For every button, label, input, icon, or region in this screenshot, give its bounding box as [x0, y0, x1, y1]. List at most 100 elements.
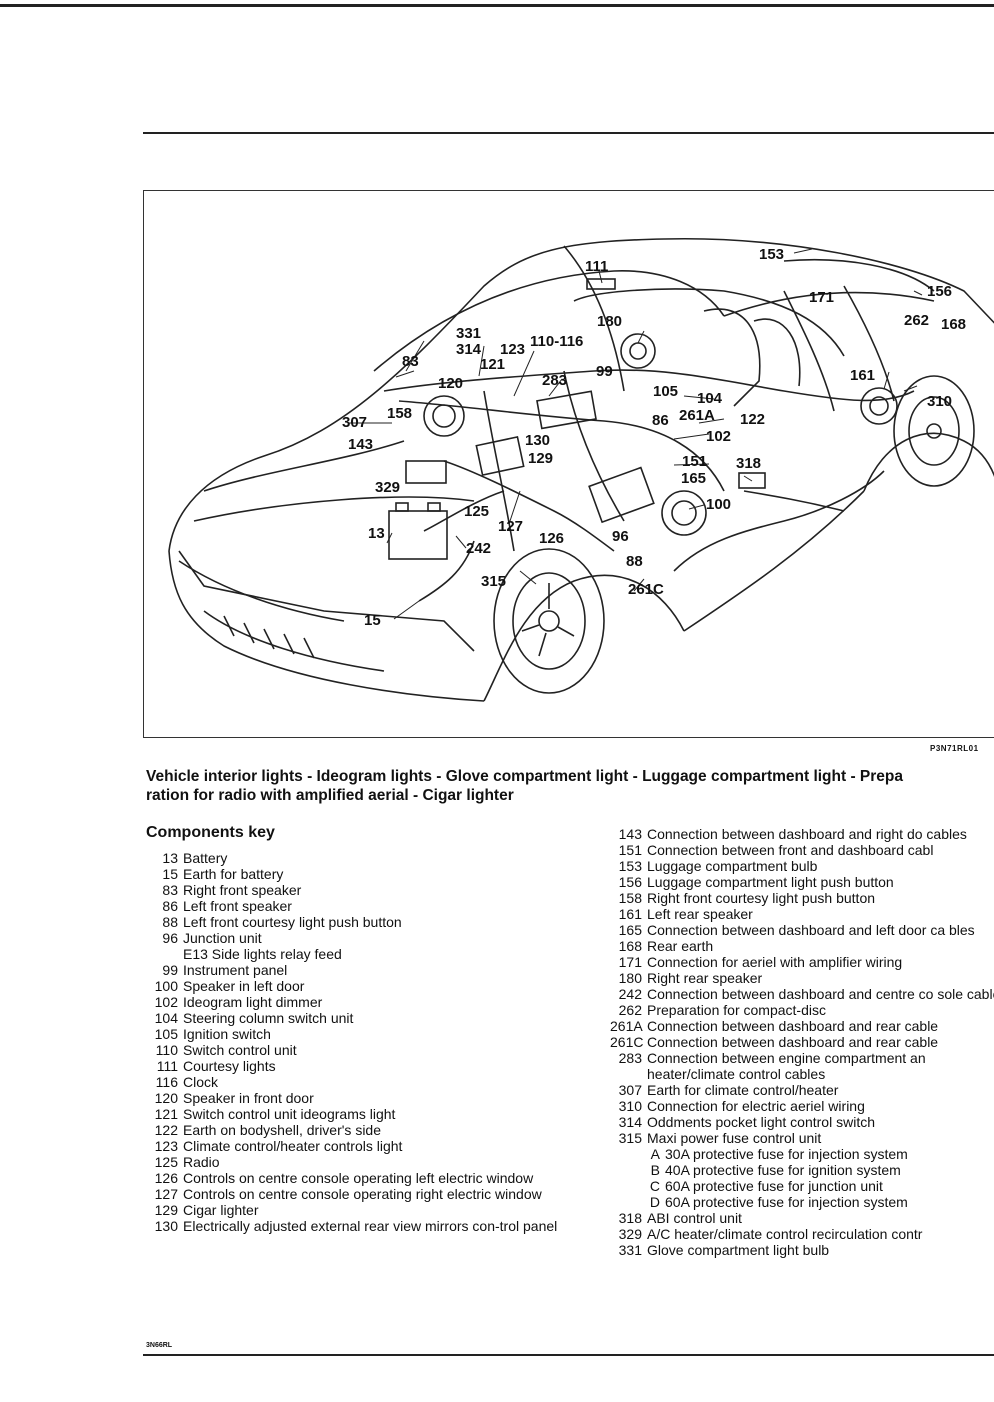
component-item: 130 Electrically adjusted external rear v…: [146, 1218, 566, 1234]
component-number: 129: [154, 1202, 178, 1218]
component-item: 318 ABI control unit: [610, 1210, 994, 1226]
component-number: 261C: [610, 1034, 644, 1050]
figure-caption: Vehicle interior lights - Ideogram light…: [146, 768, 904, 804]
callout-329: 329: [375, 479, 400, 496]
component-description: Connection between front and dashboard c…: [647, 842, 934, 858]
callout-125: 125: [464, 503, 489, 520]
callout-318: 318: [736, 455, 761, 472]
callout-111: 111: [585, 258, 608, 275]
callout-331: 331: [456, 325, 481, 342]
component-description: Steering column switch unit: [183, 1010, 354, 1026]
component-number: 168: [618, 938, 642, 954]
callout-129: 129: [528, 450, 553, 467]
component-description: A/C heater/climate control recirculation…: [647, 1226, 923, 1242]
component-description: Electrically adjusted external rear view…: [183, 1218, 558, 1234]
component-description: Left rear speaker: [647, 906, 753, 922]
component-description: Earth for climate control/heater: [647, 1082, 839, 1098]
component-number: 15: [162, 866, 178, 882]
header-rule: [143, 132, 994, 134]
component-description: Ignition switch: [183, 1026, 271, 1042]
component-number: 122: [154, 1122, 178, 1138]
top-border-line: [0, 4, 994, 7]
component-item: E13 Side lights relay feed: [146, 946, 566, 962]
callout-307: 307: [342, 414, 367, 431]
component-number: 242: [618, 986, 642, 1002]
component-item: 100 Speaker in left door: [146, 978, 566, 994]
component-description: Speaker in left door: [183, 978, 305, 994]
component-number: 100: [154, 978, 178, 994]
component-description: Junction unit: [183, 930, 262, 946]
wiring-diagram-figure: 111 153 156 171 262 168 331 314 123 110-…: [143, 190, 994, 738]
callout-83: 83: [402, 353, 419, 370]
component-number: 314: [618, 1114, 642, 1130]
component-description: Right rear speaker: [647, 970, 763, 986]
component-description: Connection between dashboard and rear ca…: [647, 1034, 939, 1050]
component-description: Switch control unit: [183, 1042, 297, 1058]
callout-13: 13: [368, 525, 385, 542]
component-number: 307: [618, 1082, 642, 1098]
component-number: 158: [618, 890, 642, 906]
component-description: Connection for aeriel with amplifier wir…: [647, 954, 903, 970]
component-description: Controls on centre console operating rig…: [183, 1186, 542, 1202]
component-description: Rear earth: [647, 938, 714, 954]
component-description: Earth on bodyshell, driver's side: [183, 1122, 381, 1138]
callout-165: 165: [681, 470, 706, 487]
callout-283: 283: [542, 372, 567, 389]
component-description: Radio: [183, 1154, 220, 1170]
component-description: Connection between dashboard and centre …: [647, 986, 994, 1002]
callout-310: 310: [927, 393, 952, 410]
callout-171: 171: [809, 289, 834, 306]
subitem-letter: C: [649, 1178, 660, 1194]
component-number: 83: [162, 882, 178, 898]
component-description: Battery: [183, 850, 228, 866]
component-number: 123: [154, 1138, 178, 1154]
component-number: 283: [618, 1050, 642, 1066]
callout-262: 262: [904, 312, 929, 329]
component-number: 151: [618, 842, 642, 858]
component-description: Earth for battery: [183, 866, 284, 882]
subitem-text: 40A protective fuse for ignition system: [665, 1162, 901, 1178]
subitem-text: 30A protective fuse for injection system: [665, 1146, 908, 1162]
component-number: [146, 946, 178, 962]
component-number: 331: [618, 1242, 642, 1258]
component-description: ABI control unit: [647, 1210, 742, 1226]
callout-161: 161: [850, 367, 875, 384]
callout-126: 126: [539, 530, 564, 547]
component-number: 104: [154, 1010, 178, 1026]
callout-130: 130: [525, 432, 550, 449]
component-number: 318: [618, 1210, 642, 1226]
component-number: 102: [154, 994, 178, 1010]
component-description: Maxi power fuse control unit: [647, 1130, 822, 1146]
component-number: 156: [618, 874, 642, 890]
callout-99: 99: [596, 363, 613, 380]
component-number: 130: [154, 1218, 178, 1234]
component-number: 121: [154, 1106, 178, 1122]
callout-86: 86: [652, 412, 669, 429]
car-wiring-illustration: 111 153 156 171 262 168 331 314 123 110-…: [168, 237, 994, 702]
component-number: 120: [154, 1090, 178, 1106]
subitem-text: 60A protective fuse for injection system: [665, 1194, 908, 1210]
component-number: 88: [162, 914, 178, 930]
callout-96: 96: [612, 528, 629, 545]
callout-100: 100: [706, 496, 731, 513]
callout-168: 168: [941, 316, 966, 333]
